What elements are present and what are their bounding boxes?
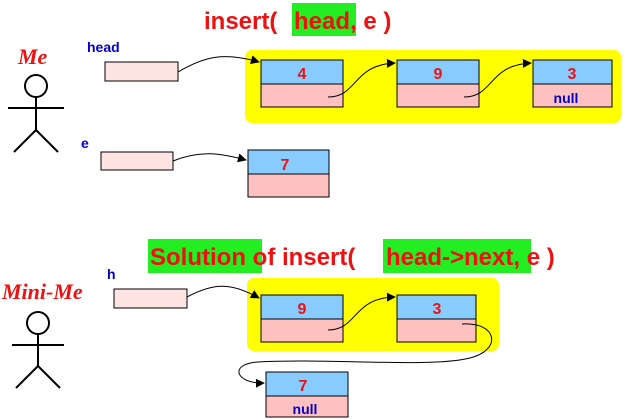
bottom-title-middle: of insert( — [246, 244, 362, 271]
bottom-node-1: 9 — [260, 294, 344, 343]
node-value: 4 — [298, 66, 307, 83]
bottom-node-2: 3 — [396, 294, 477, 343]
node-value: 7 — [299, 378, 308, 395]
bottom-title: Solution of insert( head->next, e ) — [150, 244, 555, 271]
node-next-null: null — [293, 401, 318, 417]
me-label: Me — [17, 44, 48, 69]
bottom-title-headnext: head->next — [386, 244, 513, 271]
head-label: head — [87, 39, 120, 55]
bottom-link-2-new — [238, 323, 492, 388]
node-next-null: null — [554, 90, 579, 106]
mini-me-stick-figure — [12, 311, 64, 389]
top-new-node: 7 — [247, 149, 330, 198]
e-label: e — [81, 135, 89, 151]
node-value: 3 — [433, 301, 442, 318]
top-title: insert( head, e ) — [204, 8, 391, 35]
top-link-1-2 — [327, 58, 396, 98]
bottom-new-node: 7 null — [265, 371, 349, 418]
top-title-prefix: insert( — [204, 8, 284, 35]
node-value: 7 — [281, 157, 290, 174]
top-title-highlight: head — [294, 8, 350, 35]
title-highlight-headnext-bg — [383, 239, 531, 273]
me-stick-figure — [8, 74, 64, 153]
h-arrow — [186, 285, 260, 299]
mini-me-label: Mini-Me — [1, 279, 83, 304]
top-link-2-3 — [463, 58, 532, 98]
h-label: h — [107, 266, 116, 282]
title-highlight-solution-bg — [148, 239, 262, 273]
e-arrow — [172, 153, 247, 163]
head-arrow — [177, 55, 260, 73]
head-pointer-box — [104, 61, 179, 82]
bottom-title-solution: Solution — [150, 244, 246, 271]
node-value: 9 — [298, 301, 307, 318]
top-node-2: 9 — [396, 59, 480, 108]
bottom-link-1-2 — [327, 292, 396, 331]
bottom-title-suffix: , e ) — [513, 244, 554, 271]
title-highlight-head-bg — [292, 3, 356, 36]
node-value: 9 — [434, 66, 443, 83]
h-pointer-box — [113, 288, 188, 309]
top-title-suffix: , e ) — [350, 8, 391, 35]
e-pointer-box — [100, 151, 174, 171]
node-value: 3 — [568, 66, 577, 83]
top-node-1: 4 — [260, 59, 344, 108]
top-node-3: 3 null — [532, 59, 613, 108]
